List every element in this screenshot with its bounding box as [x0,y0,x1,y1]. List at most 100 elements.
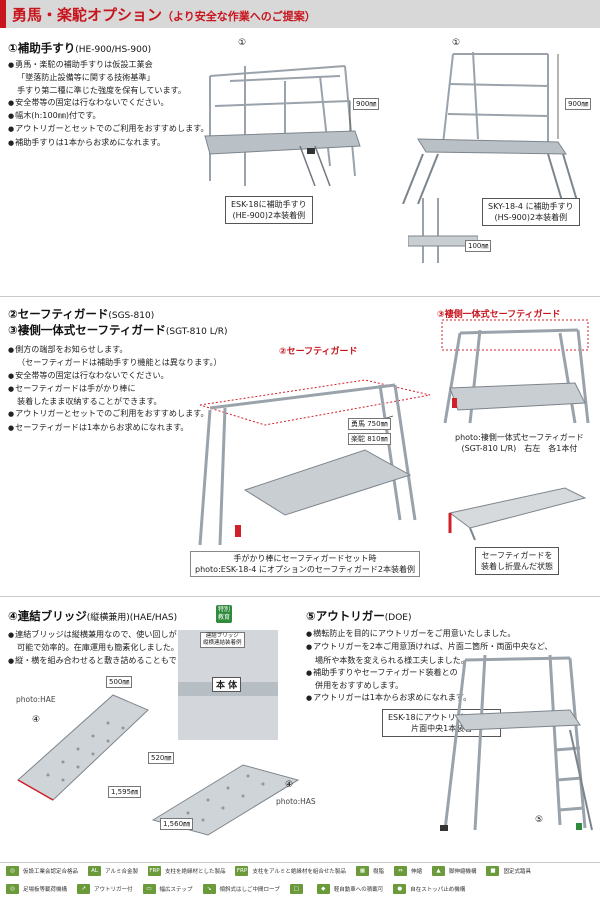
legend-icon: ◆ [316,884,330,894]
bullet-item: 安全帯等の固定は行なわないでください。 [8,96,209,109]
legend-item: □ [289,884,307,894]
section5-title: ⑤アウトリガー(DOE) [306,608,411,624]
legend-label: 伸縮 [410,869,422,875]
bullet-item: 縦・横を組み合わせると敷き詰めることもできます。 [8,654,208,667]
legend-item: ▲脚伸縮機構 [431,866,476,876]
section-divider [0,862,600,863]
caption-line: ESK-18に補助手すり [231,200,307,209]
section4-title-paren: (縦横兼用) [86,613,130,623]
bridge-hae-illustration [17,694,149,801]
bridge-combined-label: 連結ブリッジ 縦横連結装着例 [200,632,245,648]
caption-line: photo:褄側一体式セーフティガード [455,433,584,442]
bullet-item: アウトリガーは1本からお求めになれます。 [306,691,553,704]
section3-title-text: ③褄側一体式セーフティガード [8,323,166,337]
dim-1560: 1,560㎜ [160,818,194,830]
outrigger-illustration [440,654,593,831]
legend-label: 自在ストッパ止め機構 [410,887,466,893]
legend-icon: ● [393,884,407,894]
legend-icon: ■ [486,866,500,876]
section1-dim-900-right: 900㎜ [565,98,592,110]
caption-line: (SGT-810 L/R) 右左 各1本付 [461,444,578,453]
section4-callout-has: ④ [285,780,294,790]
legend-item: ▦樹脂 [355,866,384,876]
section1-bullet-list: 勇馬・楽駝の補助手すりは仮設工業会「墜落防止設備等に関する技術基準」手すり第二種… [8,58,209,149]
legend-item: ◎ 足場板等載荷機構 [6,884,67,894]
caption-line: 片面中央1本装着 [411,724,473,733]
section1-dim-900-left: 900㎜ [353,98,380,110]
dim-1595: 1,595㎜ [108,786,142,798]
header-accent-bar [0,0,6,28]
toeboard-detail-illustration [408,198,478,263]
legend-icon: ▭ [142,884,156,894]
folded-safety-guard-illustration [448,487,587,541]
legend-icon: ◎ [6,884,19,894]
caption-line: 縦横連結装着例 [203,640,242,646]
dim-500: 500㎜ [106,676,133,688]
section1-model: (HE-900/HS-900) [75,45,152,55]
legend-item: ⇔伸縮 [393,866,422,876]
bullet-item: 安全帯等の固定は行なわないでください。 [8,369,222,382]
bullet-item: 手すり第二種に準じた強度を保有しています。 [17,84,186,95]
section4-model: (HAE/HAS) [129,613,178,623]
legend-icon: FRP [147,866,161,876]
legend-icon: ◎ [6,866,19,876]
end-safety-guard-tag: ③褄側一体式セーフティガード [437,310,561,320]
section2-title: ②セーフティガード(SGS-810) [8,306,154,322]
legend-label: アルミ合金製 [105,869,138,875]
section2-model: (SGS-810) [108,311,155,321]
section5-bullet-list: 横転防止を目的にアウトリガーをご用意いたしました。アウトリガーを2本ご用意頂けれ… [306,627,553,705]
legend-icon: ⇔ [393,866,407,876]
section5-title-text: ⑤アウトリガー [306,609,385,623]
caption-line: 連結ブリッジ [205,633,239,639]
bullet-item: アウトリガーを2本ご用意頂ければ、片面二箇所・両面中央など、 [306,640,552,653]
section1-title: ①補助手すり(HE-900/HS-900) [8,40,151,56]
bullet-item: 装着したまま収納することができます。 [17,396,162,407]
section2-title-text: ②セーフティガード [8,307,109,321]
section1-title-text: ①補助手すり [8,41,76,55]
legend-label: 仮設工業会認定合格品 [23,869,79,875]
legend-label: 足場板等載荷機構 [23,887,68,893]
section1-caption-right: SKY-18-4 に補助手すり (HS-900)2本装着例 [482,198,580,226]
page-subtitle: （より安全な作業へのご提案） [162,10,316,23]
page-title: 勇馬・楽駝オプション（より安全な作業へのご提案） [12,4,316,25]
section1-callout-left: ① [238,38,247,48]
section4-bullet-list: 連結ブリッジは縦横兼用なので、使い回しが可能で効率的。在庫運用も簡素化しました。… [8,628,208,667]
legend-icon: ↗ [77,884,91,894]
bullet-item: セーフティガードは1本からお求めになれます。 [8,421,222,434]
legend-label: 支柱をアルミと絶縁材を組合せた製品 [252,869,346,875]
legend-item: ●自在ストッパ止め機構 [393,884,465,894]
legend-item: ↗アウトリガー付 [77,884,133,894]
caption-line: セーフティガードを [481,551,553,560]
badge-line: 特別 [218,606,231,613]
sky18-handrail-illustration [402,51,579,204]
legend-item: ▭幅広ステップ [142,884,193,894]
bullet-item: 場所や本数を変えられる様工夫しました。 [315,654,469,665]
photo-has-label: photo:HAS [276,797,316,806]
caption-line: photo:ESK-18-4 にオプションのセーフティガード2本装着例 [195,565,416,574]
bridge-has-illustration [151,764,300,836]
bullet-item: 補助手すりは1本からお求めになれます。 [8,136,209,149]
section4-title: ④連結ブリッジ(縦横兼用)(HAE/HAS) [8,608,177,624]
bullet-item: アウトリガーとセットでのご利用をおすすめします。 [8,407,222,420]
legend-label: 傾斜式はしご中間ロープ [219,887,280,893]
bullet-item: 連結ブリッジは縦横兼用なので、使い回しが [8,628,208,641]
end-safety-guard-illustration [441,319,590,424]
safety-guard-illustration [198,379,431,546]
section3-model: (SGT-810 L/R) [165,327,228,337]
dim-yuma-width: 勇馬 750㎜ [348,418,391,430]
bullet-item: 補助手すりやセーフティガード装着との [306,666,553,679]
safety-guard-caption: 手がかり棒にセーフティガードセット時 photo:ESK-18-4 にオプション… [190,551,421,577]
special-education-badge: 特別 教育 [216,605,233,623]
bullet-item: 「墜落防止設備等に関する技術基準」 [17,72,155,83]
bullet-item: 横転防止を目的にアウトリガーをご用意いたしました。 [306,627,553,640]
legend-label: 支柱を絶縁材とした製品 [164,869,226,875]
bullet-item: 可能で効率的。在庫運用も簡素化しました。 [17,642,179,653]
section2-bullet-list: 側方の端部をお知らせします。（セーフティガードは補助手すり機能とは異なります。）… [8,343,222,434]
legend-icon: AL [88,866,102,876]
dim-rakuda-width: 楽駝 810㎜ [348,433,391,445]
caption-line: 装着し折畳んだ状態 [481,562,553,571]
folded-guard-caption: セーフティガードを 装着し折畳んだ状態 [475,547,559,575]
legend-label: 固定式踏具 [503,869,531,875]
